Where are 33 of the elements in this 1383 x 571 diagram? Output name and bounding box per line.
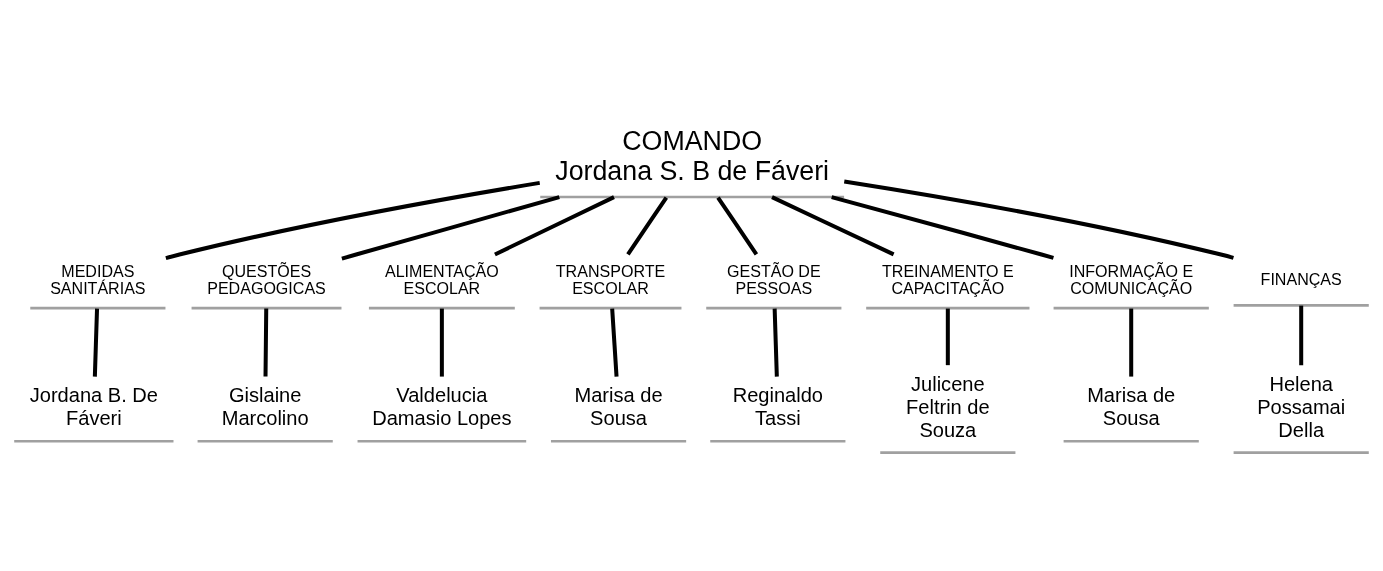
node-text: Gislaine Marcolino [221, 383, 309, 429]
node-text: TREINAMENTO E CAPACITAÇÃO [881, 261, 1014, 297]
node-text: MEDIDAS SANITÁRIAS [50, 261, 146, 297]
node-text: FINANÇAS [1260, 269, 1342, 288]
connector [945, 308, 950, 365]
connector [1299, 305, 1304, 365]
node-text: INFORMAÇÃO E COMUNICAÇÃO [1069, 261, 1194, 297]
node-text: COMANDO Jordana S. B de Fáveri [555, 125, 830, 186]
connector [341, 194, 560, 261]
connector [165, 180, 541, 260]
connector [263, 308, 269, 377]
node-text: ALIMENTAÇÃO ESCOLAR [384, 261, 499, 297]
connector [1129, 308, 1134, 377]
connector [843, 179, 1234, 260]
node-text: Marisa de Sousa [1087, 383, 1176, 429]
connector [439, 308, 444, 377]
connector [771, 194, 895, 256]
node-text: TRANSPORTE ESCOLAR [555, 261, 666, 297]
node-text: Julicene Feltrin de Souza [906, 372, 990, 441]
connector [494, 194, 615, 256]
connector [716, 196, 759, 255]
node-text: Reginaldo Tassi [732, 383, 824, 429]
connector [610, 307, 619, 377]
connector [92, 308, 100, 377]
node-text: Helena Possamai Della [1257, 372, 1346, 441]
node-text: Valdelucia Damasio Lopes [372, 383, 512, 429]
node-text: QUESTÕES PEDAGOGICAS [207, 261, 326, 297]
connector [831, 194, 1054, 260]
node-text: GESTÃO DE PESSOAS [727, 261, 821, 297]
node-text: Marisa de Sousa [574, 383, 663, 429]
node-text: Jordana B. De Fáveri [29, 383, 158, 429]
connector [772, 308, 779, 377]
connector [626, 196, 668, 255]
